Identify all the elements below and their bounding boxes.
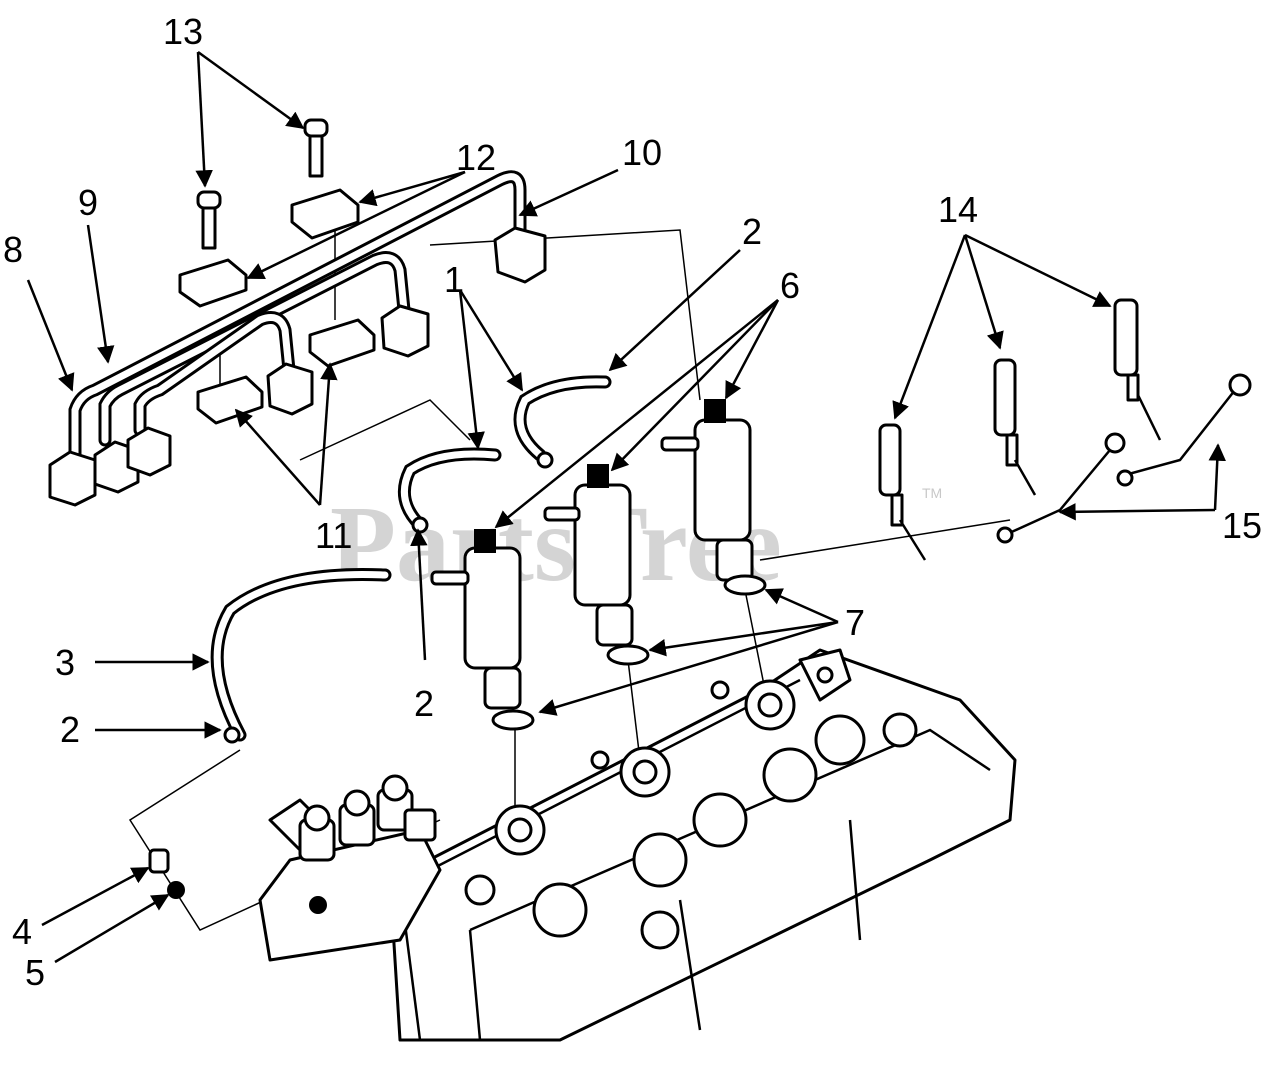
- callout-6: 6: [780, 265, 800, 306]
- callout-2-bottom: 2: [60, 709, 80, 750]
- leader-arrows: [26, 50, 1227, 964]
- callout-11: 11: [315, 515, 352, 556]
- pipe-clamps: [178, 188, 376, 425]
- callout-15: 15: [1222, 505, 1262, 546]
- callout-2-top: 2: [742, 211, 762, 252]
- callout-3: 3: [55, 642, 75, 683]
- callout-9: 9: [78, 182, 98, 223]
- cylinder-head: [388, 648, 1017, 1042]
- callout-13: 13: [163, 11, 203, 52]
- callout-14: 14: [938, 189, 978, 230]
- banjo-fitting: [148, 848, 185, 899]
- injectors: [430, 399, 767, 731]
- injection-pipe-assembly: [48, 170, 547, 507]
- injection-pump: [258, 774, 442, 962]
- injector-3: [660, 399, 767, 596]
- callout-labels: 13 12 10 9 8 2 1 6 11 3 2 7 2 4 5 14 15: [3, 11, 1262, 993]
- callout-12: 12: [456, 137, 496, 178]
- callout-10: 10: [622, 132, 662, 173]
- glow-plug-connectors: [996, 373, 1252, 544]
- watermark-trademark: TM: [922, 485, 942, 501]
- callout-8: 8: [3, 229, 23, 270]
- clamp-bolts: [196, 118, 329, 250]
- callout-2-middle: 2: [414, 683, 434, 724]
- callout-4: 4: [12, 911, 32, 952]
- injector-2: [543, 464, 650, 666]
- callout-1: 1: [444, 259, 464, 300]
- injector-1: [430, 529, 535, 731]
- leak-off-pipes: [210, 375, 612, 744]
- callout-7: 7: [845, 602, 865, 643]
- glow-plugs: [878, 298, 1162, 561]
- callout-5: 5: [25, 952, 45, 993]
